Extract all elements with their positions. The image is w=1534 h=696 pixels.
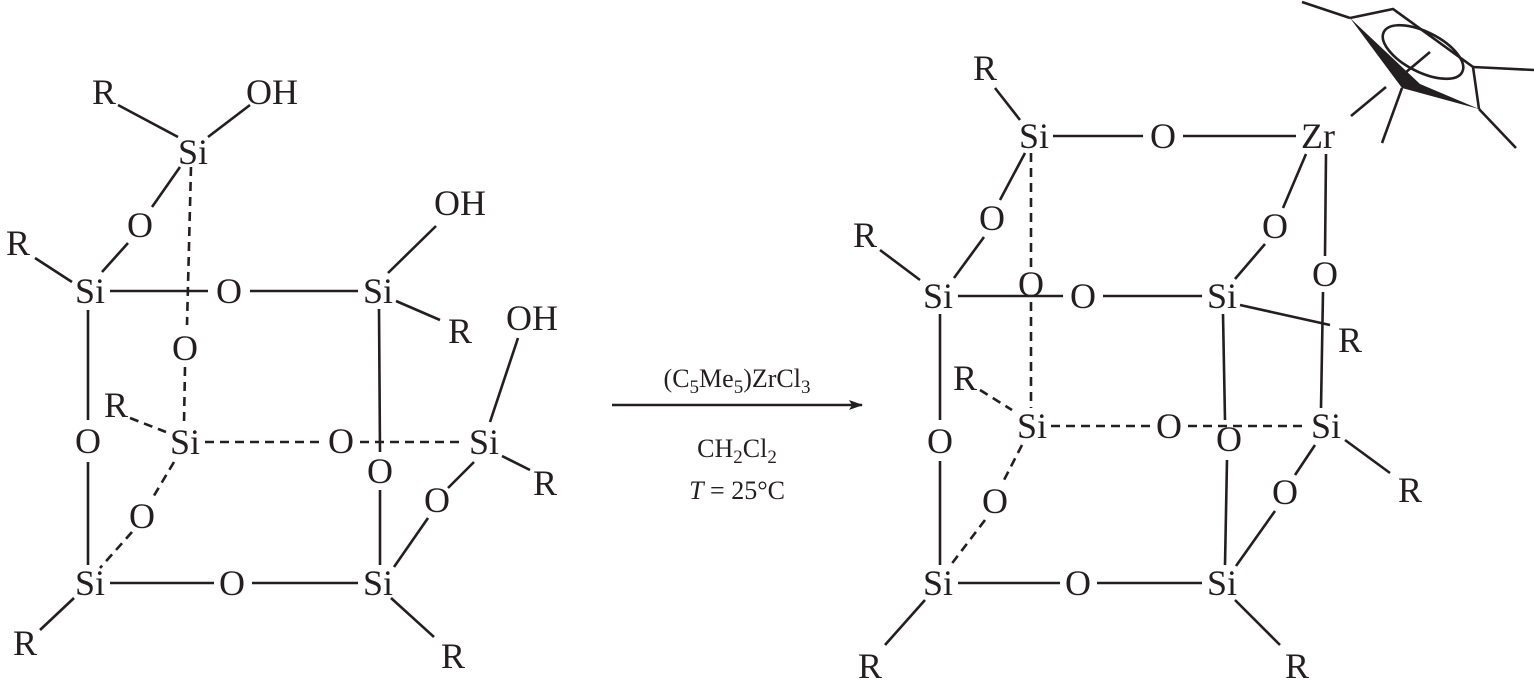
hydroxyl-group: OH xyxy=(246,72,298,112)
silicon-atom: Si xyxy=(178,132,208,172)
r-group: R xyxy=(104,385,128,425)
oxygen-atom: O xyxy=(1272,472,1298,512)
r-group: R xyxy=(441,636,465,676)
oxygen-atom: O xyxy=(424,480,450,520)
oxygen-atom: O xyxy=(1150,116,1176,156)
silicon-atom: Si xyxy=(1207,276,1237,316)
r-group: R xyxy=(953,358,977,398)
oxygen-atom: O xyxy=(75,421,101,461)
oxygen-atom: O xyxy=(1216,419,1242,459)
methyl-bond xyxy=(1472,65,1534,72)
silicon-atom: Si xyxy=(170,422,200,462)
silicon-atom: Si xyxy=(469,422,499,462)
reactant-atom-labels: R OH Si O R Si O Si OH R OH O R O Si O S… xyxy=(6,72,558,676)
silicon-atom: Si xyxy=(75,271,105,311)
product-atom-labels: R Si O Zr O O R O O Si O Si R R Si O O S… xyxy=(853,48,1422,686)
silicon-atom: Si xyxy=(363,271,393,311)
oxygen-atom: O xyxy=(219,563,245,603)
ring-wedge xyxy=(1350,18,1479,109)
reactant-silsesquioxane: R OH Si O R Si O Si OH R OH O R O Si O S… xyxy=(6,72,558,676)
hydroxyl-group: OH xyxy=(506,298,558,338)
oxygen-atom: O xyxy=(1070,276,1096,316)
hydroxyl-group: OH xyxy=(434,183,486,223)
oxygen-atom: O xyxy=(982,481,1008,521)
oxygen-atom: O xyxy=(129,496,155,536)
r-group: R xyxy=(1338,320,1362,360)
oxygen-atom: O xyxy=(172,328,198,368)
r-group: R xyxy=(858,646,882,686)
silicon-atom: Si xyxy=(363,563,393,603)
cp-star-ring xyxy=(1301,0,1534,149)
oxygen-atom: O xyxy=(1018,264,1044,304)
solvent-label: CH2Cl2 xyxy=(697,434,777,468)
silicon-atom: Si xyxy=(75,563,105,603)
r-group: R xyxy=(853,215,877,255)
methyl-bond xyxy=(1380,87,1404,144)
r-group: R xyxy=(973,48,997,88)
methyl-bond xyxy=(1478,108,1517,149)
ring-back-edge xyxy=(1349,7,1481,110)
r-group: R xyxy=(448,311,472,351)
oxygen-atom: O xyxy=(216,271,242,311)
r-group: R xyxy=(13,623,37,663)
silicon-atom: Si xyxy=(923,563,953,603)
oxygen-atom: O xyxy=(328,421,354,461)
r-group: R xyxy=(1398,470,1422,510)
oxygen-atom: O xyxy=(927,421,953,461)
oxygen-atom: O xyxy=(367,451,393,491)
silicon-atom: Si xyxy=(1207,563,1237,603)
reagent-label: (C5Me5)ZrCl3 xyxy=(664,364,811,398)
silicon-atom: Si xyxy=(1019,116,1049,156)
oxygen-atom: O xyxy=(1262,206,1288,246)
silicon-atom: Si xyxy=(1311,406,1341,446)
zirconium-atom: Zr xyxy=(1301,116,1335,156)
aromatic-circle xyxy=(1381,23,1465,81)
r-group: R xyxy=(533,463,557,503)
reaction-arrow-group: (C5Me5)ZrCl3 CH2Cl2 T = 25°C xyxy=(612,364,863,505)
r-group: R xyxy=(6,223,30,263)
silicon-atom: Si xyxy=(1017,406,1047,446)
oxygen-atom: O xyxy=(979,198,1005,238)
product-zirconium-silsesquioxane: R Si O Zr O O R O O Si O Si R R Si O O S… xyxy=(853,0,1534,686)
temperature-label: T = 25°C xyxy=(689,476,785,505)
oxygen-atom: O xyxy=(127,205,153,245)
methyl-bond xyxy=(1301,0,1351,20)
product-bonds xyxy=(879,87,1391,646)
oxygen-atom: O xyxy=(1065,563,1091,603)
oxygen-atom: O xyxy=(1156,406,1182,446)
r-group: R xyxy=(1285,646,1309,686)
silicon-atom: Si xyxy=(923,276,953,316)
reactant-bonds xyxy=(34,103,531,638)
zr-cp-bond xyxy=(1350,85,1387,118)
oxygen-atom: O xyxy=(1312,254,1338,294)
r-group: R xyxy=(92,72,116,112)
